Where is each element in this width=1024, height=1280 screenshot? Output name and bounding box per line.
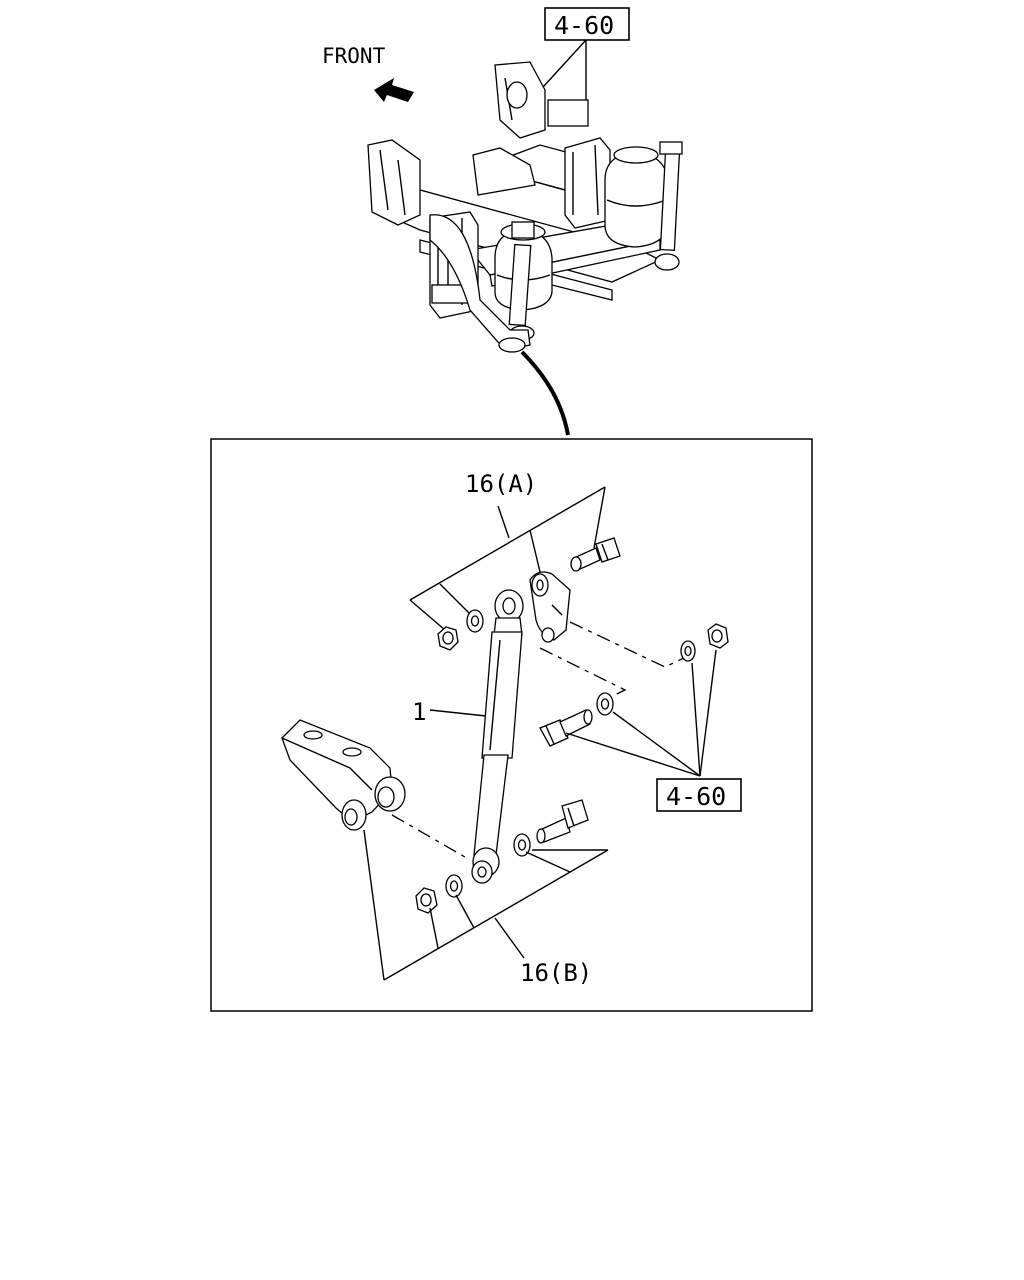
upper-bracket <box>529 571 571 643</box>
right-air-spring <box>604 146 669 248</box>
ref-label-right: 4-60 <box>666 782 726 811</box>
detail-leader-curve <box>520 350 570 436</box>
washer-right <box>680 640 696 662</box>
nut-lower <box>415 887 438 914</box>
bolt-lower <box>536 799 589 844</box>
front-hanger-brackets <box>367 61 546 226</box>
front-arrow-icon <box>374 78 414 102</box>
washer-middle <box>596 692 614 716</box>
bolt-middle <box>539 709 593 747</box>
washer-lower-right <box>513 833 531 857</box>
washer-lower-left <box>445 874 463 898</box>
nut-upper <box>437 626 459 651</box>
ref-box-top: 4-60 <box>544 7 630 41</box>
lower-bracket <box>281 719 406 831</box>
detail-frame <box>210 438 813 1012</box>
trailing-arm-left <box>429 214 531 353</box>
right-spring-ubolts <box>547 99 611 229</box>
front-label: FRONT <box>322 44 386 68</box>
overview-assembly: FRONT 4-60 <box>322 7 683 436</box>
group-16a: 16(A) <box>409 470 606 631</box>
right-shock-overview <box>654 141 683 271</box>
label-16a: 16(A) <box>465 470 537 498</box>
leaders-4-60-right <box>565 649 717 777</box>
nut-right <box>707 623 729 649</box>
label-1: 1 <box>412 698 426 726</box>
ref-label-top: 4-60 <box>554 11 614 40</box>
bolt-upper <box>570 537 621 572</box>
group-16b: 16(B) <box>363 829 609 987</box>
label-16b: 16(B) <box>520 959 592 987</box>
washer-upper <box>466 609 484 633</box>
shock-absorber <box>471 589 524 884</box>
ref-box-right: 4-60 <box>656 778 742 812</box>
